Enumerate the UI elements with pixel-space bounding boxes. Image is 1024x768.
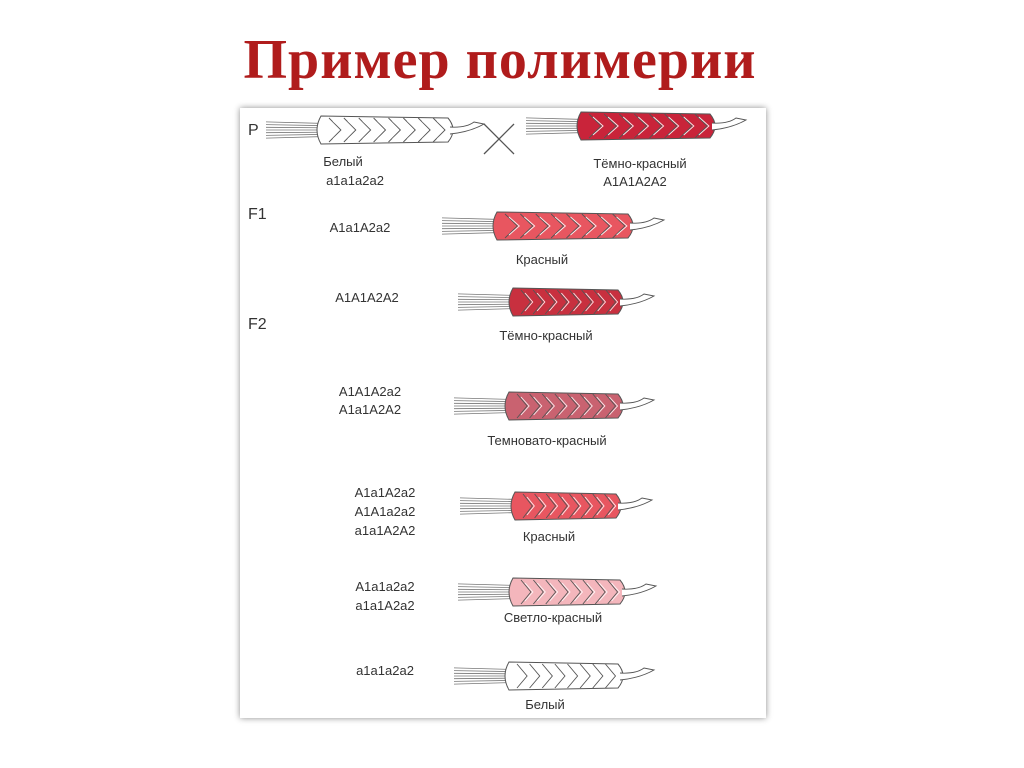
f2-darkish-red-phenotype: Темновато-красный bbox=[487, 433, 606, 448]
f1-genotype: А1а1А2а2 bbox=[330, 220, 391, 235]
f2-darkish-red-genotype-1: А1А1А2а2 bbox=[339, 384, 401, 399]
wheat-ear-parent-dark-red bbox=[525, 111, 748, 141]
f2-red-genotype-1: А1а1А2а2 bbox=[355, 485, 416, 500]
parent-dark-red-phenotype: Тёмно-красный bbox=[593, 156, 686, 171]
wheat-ear-f1-red bbox=[441, 211, 666, 241]
f2-light-red-phenotype: Светло-красный bbox=[504, 610, 602, 625]
parent-white-phenotype: Белый bbox=[323, 154, 363, 169]
f2-light-red-genotype-1: А1а1а2а2 bbox=[355, 579, 414, 594]
wheat-ear-f2-white bbox=[453, 661, 656, 691]
f2-dark-red-phenotype: Тёмно-красный bbox=[499, 328, 592, 343]
wheat-ear-f2-red bbox=[459, 491, 654, 521]
slide-title: Пример полимерии bbox=[243, 29, 757, 91]
f2-light-red-genotype-2: а1а1А2а2 bbox=[355, 598, 414, 613]
generation-label-p: P bbox=[248, 122, 259, 139]
wheat-ear-f2-dark-red bbox=[457, 287, 656, 317]
cross-symbol bbox=[483, 123, 515, 155]
f2-dark-red-genotype: А1А1А2А2 bbox=[335, 290, 399, 305]
parent-dark-red-genotype: А1А1А2А2 bbox=[603, 174, 667, 189]
f2-red-phenotype: Красный bbox=[523, 529, 575, 544]
generation-label-f1: F1 bbox=[248, 206, 267, 223]
f2-red-genotype-3: а1а1А2А2 bbox=[355, 523, 416, 538]
polymery-diagram: P F1 F2 Белый а1а1а2а2 Тёмно-красный А1А… bbox=[240, 108, 766, 718]
f2-darkish-red-genotype-2: А1а1А2А2 bbox=[339, 402, 401, 417]
wheat-ear-parent-white bbox=[265, 115, 486, 145]
f2-red-genotype-2: А1А1а2а2 bbox=[355, 504, 416, 519]
wheat-ear-f2-darkish-red bbox=[453, 391, 656, 421]
f1-phenotype: Красный bbox=[516, 252, 568, 267]
f2-white-phenotype: Белый bbox=[525, 697, 565, 712]
generation-label-f2: F2 bbox=[248, 316, 267, 333]
parent-white-genotype: а1а1а2а2 bbox=[326, 173, 384, 188]
wheat-ear-f2-light-red bbox=[457, 577, 658, 607]
diagram-canvas: P F1 F2 Белый а1а1а2а2 Тёмно-красный А1А… bbox=[248, 111, 748, 712]
f2-white-genotype: а1а1а2а2 bbox=[356, 663, 414, 678]
